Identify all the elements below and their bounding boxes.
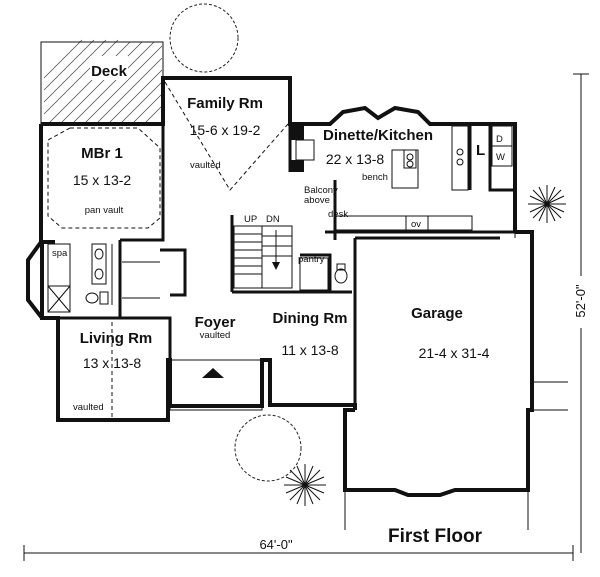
dinette-kitchen-label: Dinette/Kitchen [323, 127, 433, 144]
dinette-kitchen-size: 22 x 13-8 [326, 151, 385, 167]
width-dimension-line [23, 545, 574, 561]
family-vault-lines [164, 81, 289, 191]
exterior-wall-front [40, 242, 357, 422]
master-bedroom-note: pan vault [85, 205, 124, 216]
fireplace-hearth [290, 160, 304, 172]
laundry-label: L [476, 142, 485, 159]
tree-bottom-circle [234, 414, 302, 482]
fireplace [290, 124, 304, 140]
staircase [233, 225, 293, 289]
family-room-label: Family Rm [187, 95, 263, 112]
oven-label: ov [411, 219, 421, 230]
balcony-above-label: above [304, 195, 330, 206]
dining-room-label: Dining Rm [273, 310, 348, 327]
mbr-pan-vault [47, 127, 161, 229]
kitchen-fixtures [299, 125, 513, 291]
garage-size: 21-4 x 31-4 [419, 345, 490, 361]
depth-dimension-text: 52'-0" [573, 284, 588, 318]
family-room-size: 15-6 x 19-2 [190, 122, 261, 138]
living-room-note: vaulted [73, 402, 104, 413]
floor-title: First Floor [388, 526, 483, 547]
exterior-wall-left-top [39, 124, 55, 244]
tree-top-circle [169, 3, 239, 73]
dining-room-size: 11 x 13-8 [281, 342, 339, 358]
deck-hatch [43, 39, 165, 125]
living-room-label: Living Rm [80, 330, 153, 347]
garage-label: Garage [411, 305, 463, 322]
master-bedroom-label: MBr 1 [81, 145, 123, 162]
interior-walls [42, 124, 515, 405]
stair-down-label: DN [266, 214, 280, 225]
living-room-size: 13 x 13-8 [83, 355, 142, 371]
shrub-bottom [284, 464, 326, 506]
desk-label: desk [328, 209, 348, 220]
exterior-wall-spa-bay [26, 240, 44, 320]
master-bedroom-size: 15 x 13-2 [73, 172, 132, 188]
garage-door-lines [344, 232, 568, 530]
family-room-note: vaulted [190, 160, 221, 171]
dinette-bench-note: bench [362, 172, 388, 183]
exterior-wall-right [343, 230, 534, 497]
front-entry [169, 359, 263, 411]
stair-up-label: UP [244, 214, 257, 225]
foyer-label: Foyer [195, 314, 236, 331]
dryer-label: D [496, 134, 503, 145]
spa-label: spa [52, 248, 68, 259]
washer-label: W [496, 152, 505, 163]
bath-fixtures [47, 243, 160, 313]
balcony-label: Balcony [304, 185, 338, 196]
pantry-label: pantry [298, 254, 325, 265]
shrub-right [528, 185, 566, 223]
width-dimension-text: 64'-0" [259, 537, 293, 552]
deck-label: Deck [91, 63, 128, 80]
foyer-note: vaulted [200, 330, 231, 341]
exterior-wall-top [41, 76, 517, 232]
